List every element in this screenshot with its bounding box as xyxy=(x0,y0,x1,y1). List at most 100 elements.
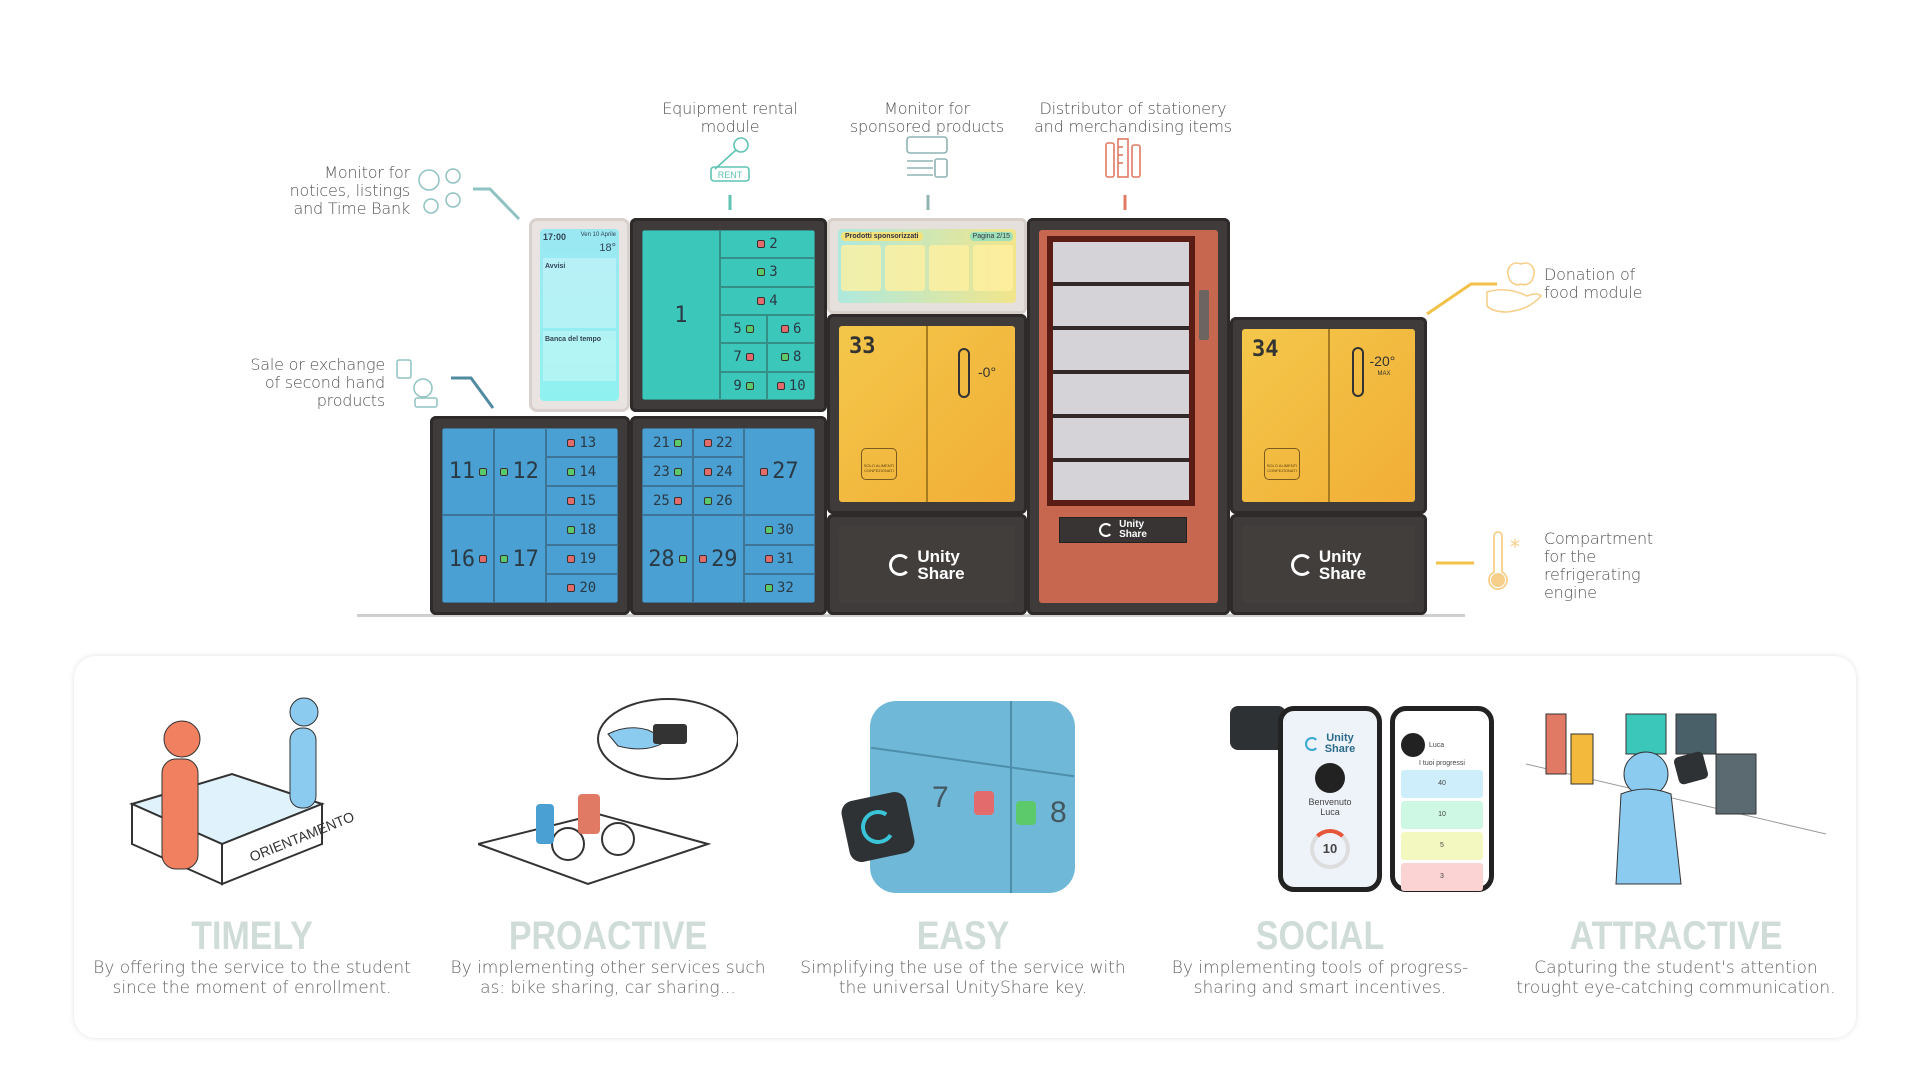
locker-17[interactable]: 17 xyxy=(493,515,546,603)
locker-21[interactable]: 21 xyxy=(642,428,693,458)
exchange-icon xyxy=(396,359,495,409)
locker-20[interactable]: 20 xyxy=(545,573,618,603)
locker-number: 7 xyxy=(932,781,949,814)
locker-number: 13 xyxy=(579,434,597,451)
locker-31[interactable]: 31 xyxy=(743,544,815,574)
label-line: Donation of xyxy=(1544,265,1636,284)
vending-window[interactable] xyxy=(1047,236,1195,506)
locker-1[interactable]: 1 xyxy=(642,230,720,400)
locker-12[interactable]: 12 xyxy=(493,428,546,516)
locker-number: 21 xyxy=(653,434,670,451)
locker-number: 32 xyxy=(776,580,794,597)
avatar xyxy=(1401,733,1425,757)
locker-8[interactable]: 8 xyxy=(767,343,815,372)
product-card[interactable] xyxy=(841,245,881,291)
label-line: Distributor of stationery xyxy=(1039,99,1227,118)
label-line: refrigerating xyxy=(1544,565,1641,584)
locker-number: 11 xyxy=(448,459,476,485)
payment-terminal[interactable] xyxy=(1199,290,1209,340)
locker-30[interactable]: 30 xyxy=(743,515,815,545)
locker-7[interactable]: 7 xyxy=(719,343,768,372)
label-line: Equipment rental xyxy=(662,99,798,118)
floor-line xyxy=(357,614,1465,617)
temperature: 18° xyxy=(599,242,616,254)
locker-19[interactable]: 19 xyxy=(545,544,618,574)
sponsored-page: Pagina 2/15 xyxy=(969,232,1013,241)
locker-6[interactable]: 6 xyxy=(767,315,815,344)
thermometer-icon xyxy=(958,348,970,398)
rent-icon-text: RENT xyxy=(718,170,743,180)
progress-title: I tuoi progressi xyxy=(1419,760,1465,767)
temperature-label: -20° xyxy=(1369,353,1396,369)
locker-number: 31 xyxy=(776,551,794,568)
locker-25[interactable]: 25 xyxy=(642,486,693,516)
feature-description: By implementing other services such as: … xyxy=(450,958,766,998)
locker-number: 8 xyxy=(1050,796,1067,829)
locker-number: 8 xyxy=(792,349,802,366)
locker-16[interactable]: 16 xyxy=(442,515,494,603)
label-line: products xyxy=(316,391,385,410)
locker-number: 6 xyxy=(792,321,802,338)
locker-15[interactable]: 15 xyxy=(545,486,618,516)
rent-key-icon: RENT xyxy=(710,137,750,210)
locker-11[interactable]: 11 xyxy=(442,428,494,516)
label-equipment-rental: Equipment rental module xyxy=(630,100,830,136)
locker-number: 15 xyxy=(579,492,597,509)
label-line: food module xyxy=(1544,283,1643,302)
brand-line: Unity xyxy=(1318,546,1362,566)
locker-26[interactable]: 26 xyxy=(692,486,744,516)
stationery-icon xyxy=(1105,138,1141,210)
clock-time: 17:00 xyxy=(543,232,567,242)
brand-line: Share xyxy=(1119,529,1147,540)
product-card[interactable] xyxy=(973,245,1013,291)
locker-3[interactable]: 3 xyxy=(719,258,815,287)
product-card[interactable] xyxy=(885,245,925,291)
label-line: module xyxy=(700,117,760,136)
locker-number: 28 xyxy=(648,546,675,572)
logo-ring-icon xyxy=(1290,553,1313,576)
locker-27[interactable]: 27 xyxy=(743,428,815,516)
locker-23[interactable]: 23 xyxy=(642,457,693,487)
locker-13[interactable]: 13 xyxy=(545,428,618,458)
locker-5[interactable]: 5 xyxy=(719,315,768,344)
red-lock-indicator xyxy=(974,791,994,815)
food-locker-door[interactable]: 33 SOLO ALIMENTI CONFEZIONATI -0° xyxy=(839,326,1015,502)
food-locker-door[interactable]: 34 SOLO ALIMENTI CONFEZIONATI -20° MAX xyxy=(1242,329,1415,502)
locker-10[interactable]: 10 xyxy=(767,371,815,400)
second-hand-module-right: 21 22 27 23 24 25 26 28 29 30 31 32 xyxy=(630,416,827,615)
locker-number: 23 xyxy=(653,463,670,480)
locker-14[interactable]: 14 xyxy=(545,457,618,487)
locker-24[interactable]: 24 xyxy=(692,457,744,487)
label-distributor: Distributor of stationery and merchandis… xyxy=(1023,100,1243,136)
stat-card: 10 xyxy=(1401,801,1483,829)
nfc-key-icon xyxy=(1230,706,1286,750)
locker-28[interactable]: 28 xyxy=(642,515,693,603)
points-counter: 10 xyxy=(1310,829,1350,869)
sponsored-title: Prodotti sponsorizzati xyxy=(841,232,923,241)
sponsored-monitor[interactable]: Prodotti sponsorizzati Pagina 2/15 xyxy=(827,218,1027,314)
locker-9[interactable]: 9 xyxy=(719,371,768,400)
stat-card: 40 xyxy=(1401,770,1483,798)
locker-32[interactable]: 32 xyxy=(743,573,815,603)
brand-line: Unity xyxy=(1326,732,1354,744)
thermometer-icon xyxy=(1351,347,1364,397)
product-card[interactable] xyxy=(929,245,969,291)
locker-number: 33 xyxy=(849,334,876,359)
feature-description: Capturing the student's attention trough… xyxy=(1516,958,1836,998)
stat-card: 3 xyxy=(1401,863,1483,891)
locker-18[interactable]: 18 xyxy=(545,515,618,545)
temperature-label: -0° xyxy=(978,364,997,380)
label-notices-monitor: Monitor for notices, listings and Time B… xyxy=(250,164,411,218)
locker-4[interactable]: 4 xyxy=(719,286,815,315)
locker-2[interactable]: 2 xyxy=(719,230,815,259)
label-second-hand: Sale or exchange of second hand products xyxy=(220,356,385,410)
locker-29[interactable]: 29 xyxy=(692,515,744,603)
locker-22[interactable]: 22 xyxy=(692,428,744,458)
svg-text:*: * xyxy=(1510,535,1520,559)
